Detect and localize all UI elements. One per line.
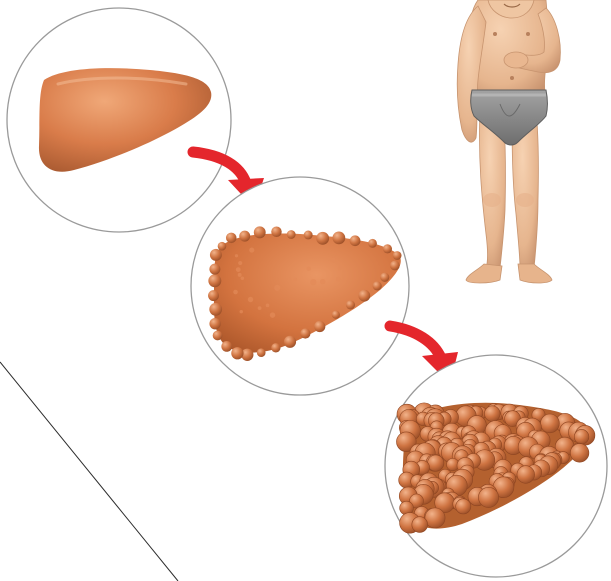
cirrhotic-nodule [456,499,471,514]
fatty-speck [310,279,316,285]
stage-healthy-liver [7,8,231,232]
fatty-nodule [332,231,345,244]
stage-fatty-liver [191,177,409,395]
fatty-nodule [304,231,313,240]
cirrhotic-nodule [478,487,498,507]
fatty-nodule [287,230,296,239]
fatty-nodule [257,348,266,357]
fatty-nodule [209,303,222,316]
fatty-nodule [383,244,392,253]
fatty-nodule [314,321,325,332]
person-left-foot [466,264,502,283]
fatty-speck [331,258,336,263]
fatty-speck [241,276,245,280]
cirrhotic-nodule [484,406,500,422]
cirrhotic-nodule [570,444,589,463]
fatty-speck [307,267,311,271]
fatty-nodule [208,290,219,301]
fatty-speck [240,310,243,313]
fatty-nodule [368,239,377,248]
fatty-speck [288,277,291,280]
fatty-nodule [226,233,237,244]
stage-cirrhotic-liver [385,355,607,577]
fatty-nodule [350,235,361,246]
fatty-nodule [300,328,310,338]
cirrhotic-nodule [412,517,428,533]
fatty-nodule [231,347,243,359]
fatty-speck [338,267,341,270]
fatty-speck [294,278,298,282]
fatty-nodule [284,336,296,348]
cirrhotic-nodule [517,466,535,484]
fatty-nodule [390,261,400,271]
fatty-nodule [213,331,223,341]
diagonal-line [0,362,178,581]
fatty-nodule [380,273,389,282]
fatty-nodule [332,311,340,319]
fatty-speck [235,254,238,257]
person-hand [504,52,528,68]
fatty-speck [236,267,241,272]
fatty-nodule [208,274,221,287]
fatty-speck [266,304,270,308]
fatty-speck [238,261,242,265]
cirrhotic-nodule [427,455,443,471]
fatty-nodule [254,226,266,238]
fatty-speck [248,297,253,302]
fatty-nodule [271,226,281,236]
fatty-nodule [210,249,222,261]
fatty-nodule [316,232,329,245]
fatty-speck [258,306,262,310]
fatty-nodule [358,290,370,302]
fatty-speck [320,279,326,285]
fatty-speck [249,247,254,252]
fatty-nodule [221,341,232,352]
fatty-nodule [218,242,227,251]
fatty-nodule [209,264,220,275]
fatty-speck [233,290,238,295]
cirrhotic-nodule [425,508,445,528]
fatty-nodule [209,318,220,329]
person-right-foot [518,264,552,283]
person-figure [457,0,560,283]
fatty-speck [274,285,280,291]
fatty-nodule [239,231,250,242]
fatty-nodule [373,281,382,290]
fatty-nodule [346,300,355,309]
fatty-speck [238,273,242,277]
fatty-nodule [271,343,280,352]
fatty-nodule [393,251,402,260]
fatty-speck [336,277,341,282]
cirrhotic-nodule [574,429,589,444]
fatty-speck [270,312,275,317]
cirrhotic-nodule [540,414,559,433]
